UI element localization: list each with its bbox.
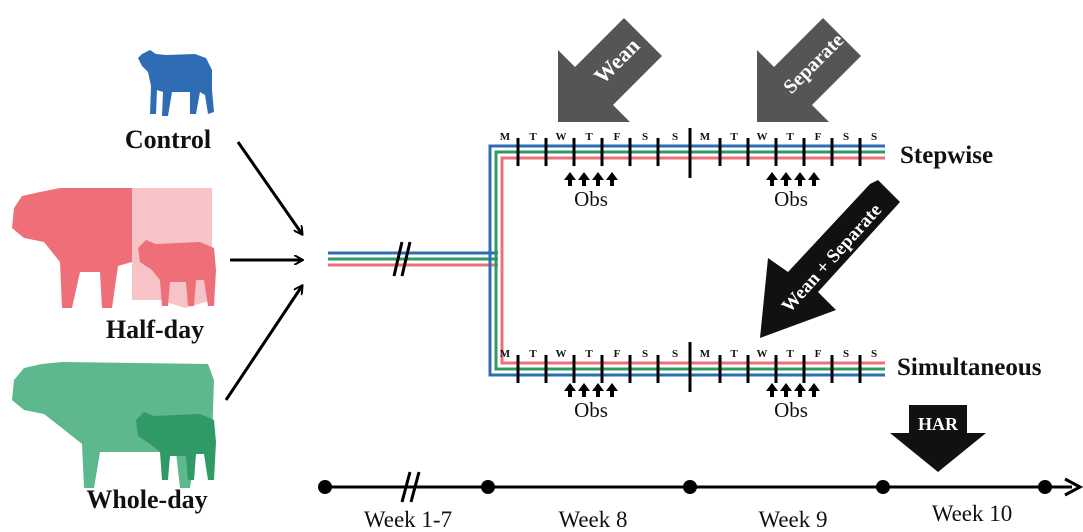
day-label: W	[556, 131, 567, 143]
simultaneous-obs-arrows-week9	[766, 383, 820, 397]
day-label: T	[585, 348, 593, 360]
half-day-label: Half-day	[106, 315, 204, 344]
day-label: W	[757, 348, 768, 360]
day-label: S	[843, 348, 849, 360]
stepwise-label: Stepwise	[900, 142, 993, 169]
control-calf-icon	[138, 50, 214, 116]
day-label: M	[700, 348, 711, 360]
day-label: T	[730, 131, 738, 143]
week-8-label: Week 8	[558, 507, 627, 532]
week-1-7-label: Week 1-7	[364, 507, 452, 532]
timeline-node	[876, 480, 890, 494]
day-label: S	[871, 131, 877, 143]
obs-label: Obs	[574, 187, 608, 211]
day-label: W	[556, 348, 567, 360]
day-label: F	[815, 348, 822, 360]
obs-label: Obs	[774, 398, 808, 422]
day-label: M	[700, 131, 711, 143]
wean-arrow: Wean	[558, 11, 662, 122]
day-label: S	[642, 348, 648, 360]
day-label: F	[614, 348, 621, 360]
day-label: S	[642, 131, 648, 143]
timeline-node	[1038, 480, 1052, 494]
wean-separate-label: Wean + Separate	[778, 200, 886, 317]
day-label: T	[786, 348, 794, 360]
obs-label: Obs	[574, 398, 608, 422]
day-label: S	[871, 348, 877, 360]
day-label: T	[529, 131, 537, 143]
day-label: S	[843, 131, 849, 143]
day-label: F	[614, 131, 621, 143]
day-label: F	[815, 131, 822, 143]
separate-arrow: Separate	[757, 11, 861, 122]
whole-day-arrow	[226, 286, 302, 400]
combined-group-line	[328, 253, 498, 265]
day-label: W	[757, 131, 768, 143]
control-arrow	[238, 142, 302, 234]
har-arrow: HAR	[890, 405, 986, 472]
whole-day-label: Whole-day	[86, 485, 207, 514]
week-9-label: Week 9	[758, 507, 827, 532]
day-label: M	[500, 348, 511, 360]
stepwise-day-labels: M T W T F S S M T W T F S S	[500, 131, 877, 143]
day-label: T	[730, 348, 738, 360]
day-label: T	[786, 131, 794, 143]
timeline-node	[318, 480, 332, 494]
timeline	[318, 472, 1080, 502]
day-label: T	[529, 348, 537, 360]
simultaneous-label: Simultaneous	[897, 354, 1042, 381]
control-label: Control	[125, 125, 211, 154]
day-label: S	[672, 348, 678, 360]
timeline-node	[481, 480, 495, 494]
day-label: M	[500, 131, 511, 143]
stepwise-obs-arrows-week9	[766, 172, 820, 186]
simultaneous-day-labels: M T W T F S S M T W T F S S	[500, 348, 877, 360]
obs-label: Obs	[774, 187, 808, 211]
day-label: T	[585, 131, 593, 143]
simultaneous-obs-arrows-week8	[564, 383, 618, 397]
week-10-label: Week 10	[932, 501, 1013, 526]
convergence-arrows	[226, 142, 302, 400]
day-label: S	[672, 131, 678, 143]
stepwise-obs-arrows-week8	[564, 172, 618, 186]
har-label: HAR	[918, 414, 959, 434]
timeline-node	[683, 480, 697, 494]
